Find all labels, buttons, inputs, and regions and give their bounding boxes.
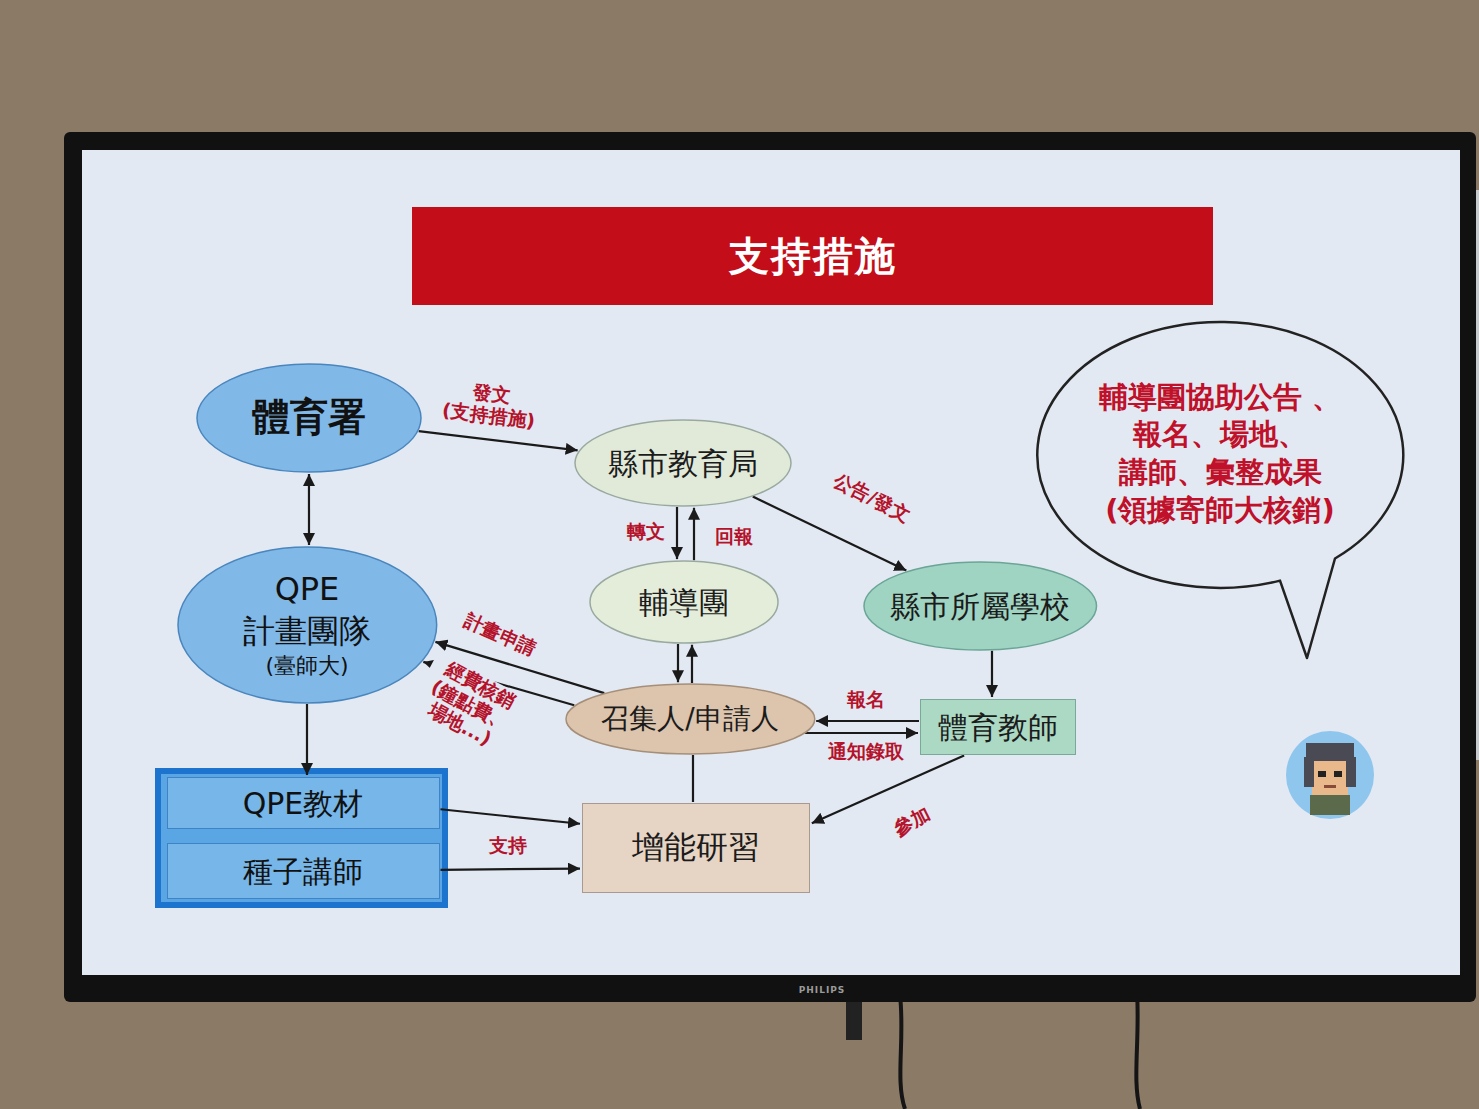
ellipse-shape [197,364,421,472]
node-label-stack: QPE教材 [168,778,439,828]
connector [419,431,578,450]
node-text: 種子講師 [243,852,363,891]
bubble-shape [1037,322,1403,658]
bubble-outline [1035,320,1405,660]
connector [991,651,993,697]
avatar-disc [1286,731,1374,819]
avatar-icon [1284,729,1376,821]
node-label-stack: 縣市教育局 [574,419,792,507]
connector [440,869,580,870]
node-label-stack: 體育教師 [921,700,1075,754]
material-box: QPE教材 [167,777,440,829]
node-label-stack: 增能研習 [583,804,809,892]
team-ellipse: QPE 計畫團隊(臺師大) [177,546,438,704]
lecturer-box: 種子講師 [167,843,440,899]
node-text: 輔導團協助公告 、報名、場地、 講師、彙整成果 (領據寄師大核銷) [1095,379,1345,530]
node-text: 體育教師 [938,708,1058,747]
edge-label: 回報 [712,526,756,548]
node-label-stack: 縣市所屬學校 [863,561,1098,651]
cord [900,995,905,1109]
node-label-stack: 輔導團 [589,560,779,644]
bureau-ellipse: 縣市教育局 [574,419,792,507]
node-text: 輔導團 [639,583,729,622]
node-label-stack: 輔導團協助公告 、報名、場地、 講師、彙整成果 (領據寄師大核銷) [1035,320,1405,588]
guidance-ellipse: 輔導團 [589,560,779,644]
workshop-box: 增能研習 [582,803,810,893]
speech-bubble: 輔導團協助公告 、報名、場地、 講師、彙整成果 (領據寄師大核銷) [1035,320,1405,660]
brand-mark: PHILIPS [799,985,846,995]
edge-label: 轉文 [624,521,668,543]
node-label-stack: QPE 計畫團隊(臺師大) [177,546,438,704]
title-band: 支持措施 [412,207,1213,305]
title-text: 支持措施 [729,229,897,284]
node-text: 縣市教育局 [608,444,758,483]
connector [306,704,308,775]
node-text: 縣市所屬學校 [890,587,1070,626]
connector [812,755,964,823]
ellipse-shape [590,561,778,643]
connector [440,809,580,823]
node-label-stack: 體育署 [196,363,422,473]
node-text: 體育署 [252,393,366,442]
avatar-hair-side [1304,757,1314,787]
edge-label: 報名 [844,689,888,711]
teacher-box: 體育教師 [920,699,1076,755]
avatar-body [1310,795,1350,815]
agency-ellipse: 體育署 [196,363,422,473]
node-text: 召集人/申請人 [601,701,778,737]
ellipse-shape [864,562,1097,650]
convener-ellipse: 召集人/申請人 [565,683,816,755]
cord [1136,992,1140,1109]
school-ellipse: 縣市所屬學校 [863,561,1098,651]
edge-label: 通知錄取 [825,741,907,763]
connector [805,732,918,734]
connector [308,474,310,545]
connector [816,720,919,722]
ellipse-shape [575,420,791,506]
node-label-stack: 召集人/申請人 [565,683,816,755]
wall-mount [846,1000,862,1040]
node-text: QPE教材 [243,784,364,823]
edge-label: 支持 [486,835,530,857]
connector [677,644,679,682]
avatar-face [1312,761,1348,795]
node-text: 增能研習 [632,827,760,869]
connector [693,508,695,560]
node-text: QPE 計畫團隊 [232,569,382,652]
connector [692,755,694,802]
node-label-stack: 種子講師 [168,844,439,898]
avatar-mouth [1324,785,1336,788]
avatar-eye [1334,771,1342,777]
ellipse-shape [566,684,815,754]
avatar-eye [1318,771,1326,777]
ellipse-shape [178,547,437,703]
connector [676,507,678,559]
connector [691,645,693,683]
avatar-hair-side [1346,757,1356,787]
node-text: (臺師大) [265,652,348,681]
